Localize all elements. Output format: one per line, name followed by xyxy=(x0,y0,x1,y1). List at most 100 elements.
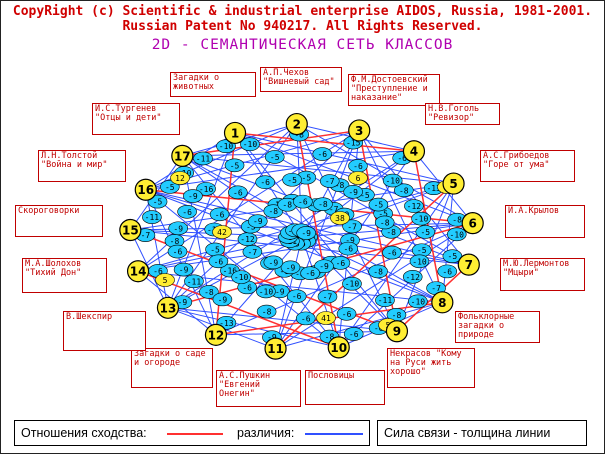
relation-label-text: -6 xyxy=(387,249,397,258)
class-node-9 xyxy=(385,320,409,343)
difference-line xyxy=(167,132,236,308)
class-box-label: Загадки о саде и огороде xyxy=(134,349,206,368)
class-box-9[interactable]: Некрасов "Кому на Руси жить хорошо" xyxy=(387,348,475,388)
relation-label-text: -5 xyxy=(420,228,430,237)
class-node-number: 2 xyxy=(293,118,301,132)
relation-legend: Отношения сходства: различия: xyxy=(14,420,370,446)
relation-label-text: -9 xyxy=(269,258,279,267)
relation-label-text: -9 xyxy=(179,266,189,275)
similarity-line xyxy=(182,129,360,157)
class-node-5 xyxy=(442,172,465,195)
class-box-13[interactable]: В.Шекспир xyxy=(63,311,146,351)
relation-label-shape xyxy=(342,276,362,291)
relation-label-shape xyxy=(446,227,467,242)
similarity-label-node-shape xyxy=(316,311,336,325)
class-node-8 xyxy=(431,291,454,314)
class-box-2[interactable]: А.П.Чехов "Вишневый сад" xyxy=(260,67,342,92)
similarity-label-node-shape xyxy=(348,171,368,185)
difference-line xyxy=(441,183,455,303)
relation-label-text: -8 xyxy=(262,308,272,317)
similarity-label-node-shape xyxy=(330,211,350,225)
relation-label-text: -7 xyxy=(323,293,333,302)
relation-label-text: -5 xyxy=(210,245,220,254)
relation-label-text: -16 xyxy=(223,267,238,276)
class-node-2 xyxy=(285,112,308,136)
class-node-14 xyxy=(126,260,150,283)
relation-label-text: -6 xyxy=(153,267,163,276)
relation-label-text: -10 xyxy=(412,257,427,266)
difference-line xyxy=(145,189,169,308)
relation-label-text: -8 xyxy=(295,269,305,278)
relation-label-shape xyxy=(404,199,424,213)
relation-label-shape xyxy=(338,241,359,256)
class-node-12 xyxy=(204,323,228,346)
difference-line xyxy=(181,155,217,335)
relation-label-shape xyxy=(415,225,436,239)
relation-label-text: -5 xyxy=(374,201,384,210)
relation-label-shape xyxy=(343,327,364,341)
relation-label-text: -12 xyxy=(240,235,255,244)
relation-label-shape xyxy=(293,194,313,209)
relation-label-text: -6 xyxy=(182,208,192,217)
relation-label-text: -9 xyxy=(267,333,277,342)
class-node-number: 7 xyxy=(465,258,473,272)
relation-label-text: -7 xyxy=(141,231,151,240)
class-box-4[interactable]: Н.В.Гоголь "Ревизор" xyxy=(425,103,500,125)
relation-label-shape xyxy=(242,245,263,259)
class-box-12[interactable]: Загадки о саде и огороде xyxy=(131,348,213,388)
class-box-7[interactable]: М.Ю.Лермонтов "Мцыри" xyxy=(500,258,585,291)
class-node-1 xyxy=(223,121,247,145)
relation-label-shape xyxy=(255,175,275,190)
class-box-10[interactable]: Пословицы xyxy=(305,370,385,405)
class-node-15 xyxy=(119,218,142,242)
class-box-11[interactable]: А.С.Пушкин "Евгений Онегин" xyxy=(216,370,301,407)
relation-label-text: -8 xyxy=(282,201,292,210)
difference-line xyxy=(275,222,473,350)
strength-legend: Сила связи - толщина линии xyxy=(377,420,587,446)
class-box-5[interactable]: А.С.Грибоедов "Горе от ума" xyxy=(480,150,575,182)
class-node-11 xyxy=(264,337,287,360)
relation-label-shape xyxy=(409,254,430,269)
class-box-14[interactable]: М.А.Шолохов "Тихий Дон" xyxy=(22,258,107,293)
relation-label-text: -8 xyxy=(452,216,462,225)
similarity-label-node-text: 12 xyxy=(175,174,185,183)
class-box-17[interactable]: И.С.Тургенев "Отцы и дети" xyxy=(92,103,180,135)
similarity-label-node-shape xyxy=(170,171,190,185)
similarity-label-node-text: 6 xyxy=(356,174,361,183)
class-node-number: 1 xyxy=(231,126,239,140)
class-box-3[interactable]: Ф.М.Достоевский "Преступление и наказани… xyxy=(348,74,440,106)
relation-label-text: -16 xyxy=(199,185,214,194)
relation-label-shape xyxy=(368,264,388,279)
class-node-number: 14 xyxy=(130,265,147,279)
relation-label-text: -6 xyxy=(343,245,353,254)
relation-label-text: -9 xyxy=(275,287,285,296)
class-box-label: И.А.Крылов xyxy=(508,206,560,216)
relation-label-text: -5 xyxy=(302,174,312,183)
class-box-15[interactable]: Скороговорки xyxy=(15,205,103,237)
similarity-line xyxy=(296,123,340,348)
class-box-16[interactable]: Л.Н.Толстой "Война и мир" xyxy=(38,150,126,182)
class-box-label: Фольклорные загадки о природе xyxy=(458,312,515,340)
relation-label-text: -6 xyxy=(214,257,224,266)
relation-label-text: -8 xyxy=(170,237,180,246)
relation-label-text: -7 xyxy=(325,177,335,186)
similarity-label-node-text: 42 xyxy=(217,228,227,237)
class-node-17 xyxy=(171,144,194,167)
relation-label-text: -5 xyxy=(378,210,388,219)
class-box-1[interactable]: Загадки о животных xyxy=(170,72,256,97)
relation-label-shape xyxy=(264,150,285,164)
relation-lines xyxy=(129,123,474,350)
relation-label-shape xyxy=(263,204,284,218)
similarity-line-sample xyxy=(167,433,223,435)
relation-label-text: -6 xyxy=(397,154,407,163)
relation-label-text: -9 xyxy=(253,217,263,226)
relation-label-shape xyxy=(256,304,277,319)
relation-label-shape xyxy=(231,270,251,284)
relation-label-text: -6 xyxy=(301,314,311,323)
class-box-6[interactable]: И.А.Крылов xyxy=(505,205,585,238)
relation-label-text: -7 xyxy=(431,284,441,293)
cluster-label-shape xyxy=(296,226,316,240)
class-node-number: 6 xyxy=(469,217,477,231)
class-box-8[interactable]: Фольклорные загадки о природе xyxy=(455,311,540,343)
